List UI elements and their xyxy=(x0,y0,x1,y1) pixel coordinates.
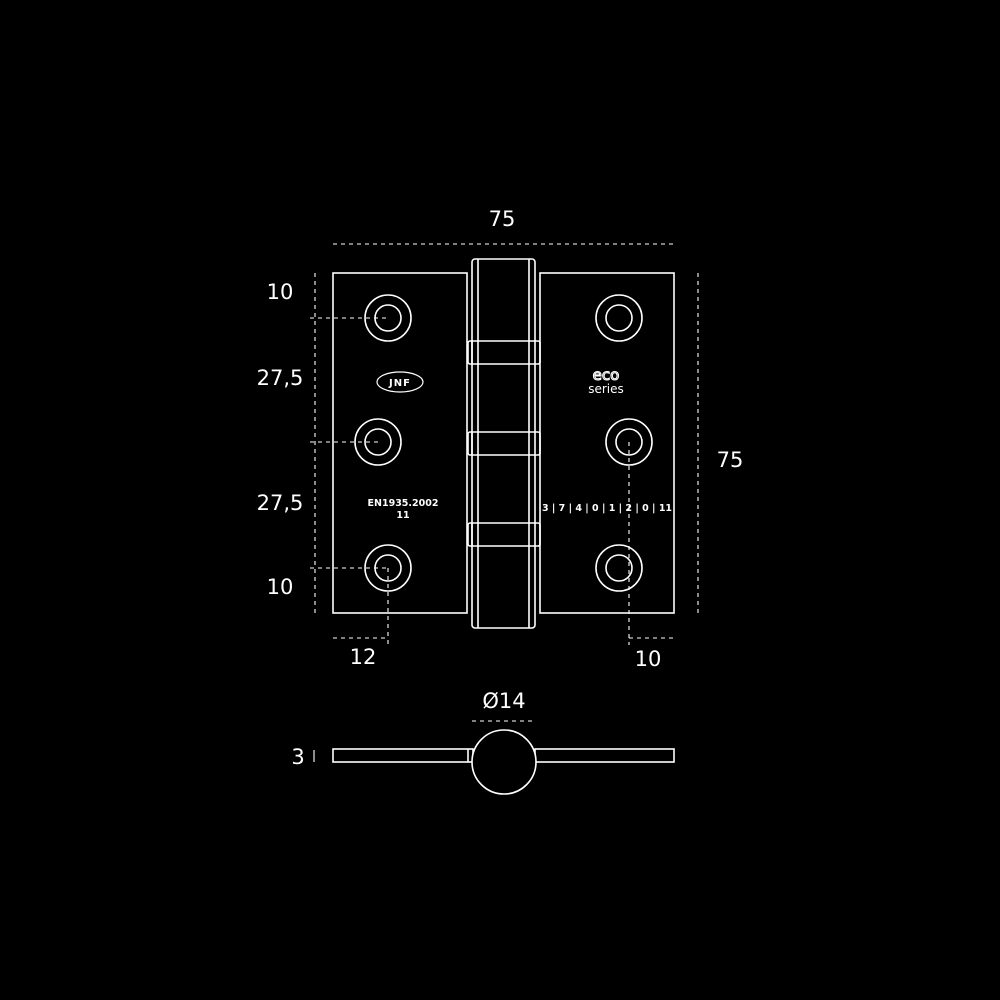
screw-hole-right-bottom xyxy=(595,544,643,592)
knuckle-barrel xyxy=(467,258,541,629)
eco-series-logo: eco series xyxy=(588,365,624,396)
screw-hole-right-middle xyxy=(605,418,653,466)
hinge-top-view xyxy=(332,729,675,795)
upper-spacing-label: 27,5 xyxy=(257,366,304,390)
bottom-offset-label: 10 xyxy=(267,575,294,599)
jnf-logo: JNF xyxy=(376,371,424,393)
screw-hole-left-middle xyxy=(354,418,402,466)
screw-hole-right-top xyxy=(595,294,643,342)
hinge-front-view: JNF EN1935.2002 11 eco series 3 | 7 | 4 … xyxy=(332,258,675,629)
height-label: 75 xyxy=(717,448,744,472)
standard-marking-sub: 11 xyxy=(396,510,409,521)
width-label: 75 xyxy=(489,207,516,231)
top-view-right-leaf xyxy=(534,748,675,763)
svg-text:eco: eco xyxy=(593,366,620,384)
top-view-left-leaf xyxy=(332,748,474,763)
dimension-lines xyxy=(310,243,699,762)
lower-spacing-label: 27,5 xyxy=(257,491,304,515)
thickness-label: 3 xyxy=(291,745,304,769)
top-offset-label: 10 xyxy=(267,280,294,304)
left-edge-offset-label: 12 xyxy=(350,645,377,669)
standard-marking: EN1935.2002 xyxy=(368,498,439,509)
diameter-label: Ø14 xyxy=(482,689,525,713)
grade-marking: 3 | 7 | 4 | 0 | 1 | 2 | 0 | 11 xyxy=(542,503,672,514)
svg-text:JNF: JNF xyxy=(388,378,411,389)
screw-hole-left-top xyxy=(364,294,412,342)
left-leaf xyxy=(332,272,468,614)
svg-text:series: series xyxy=(588,382,624,396)
right-edge-offset-label: 10 xyxy=(635,647,662,671)
top-view-knuckle xyxy=(471,729,537,795)
